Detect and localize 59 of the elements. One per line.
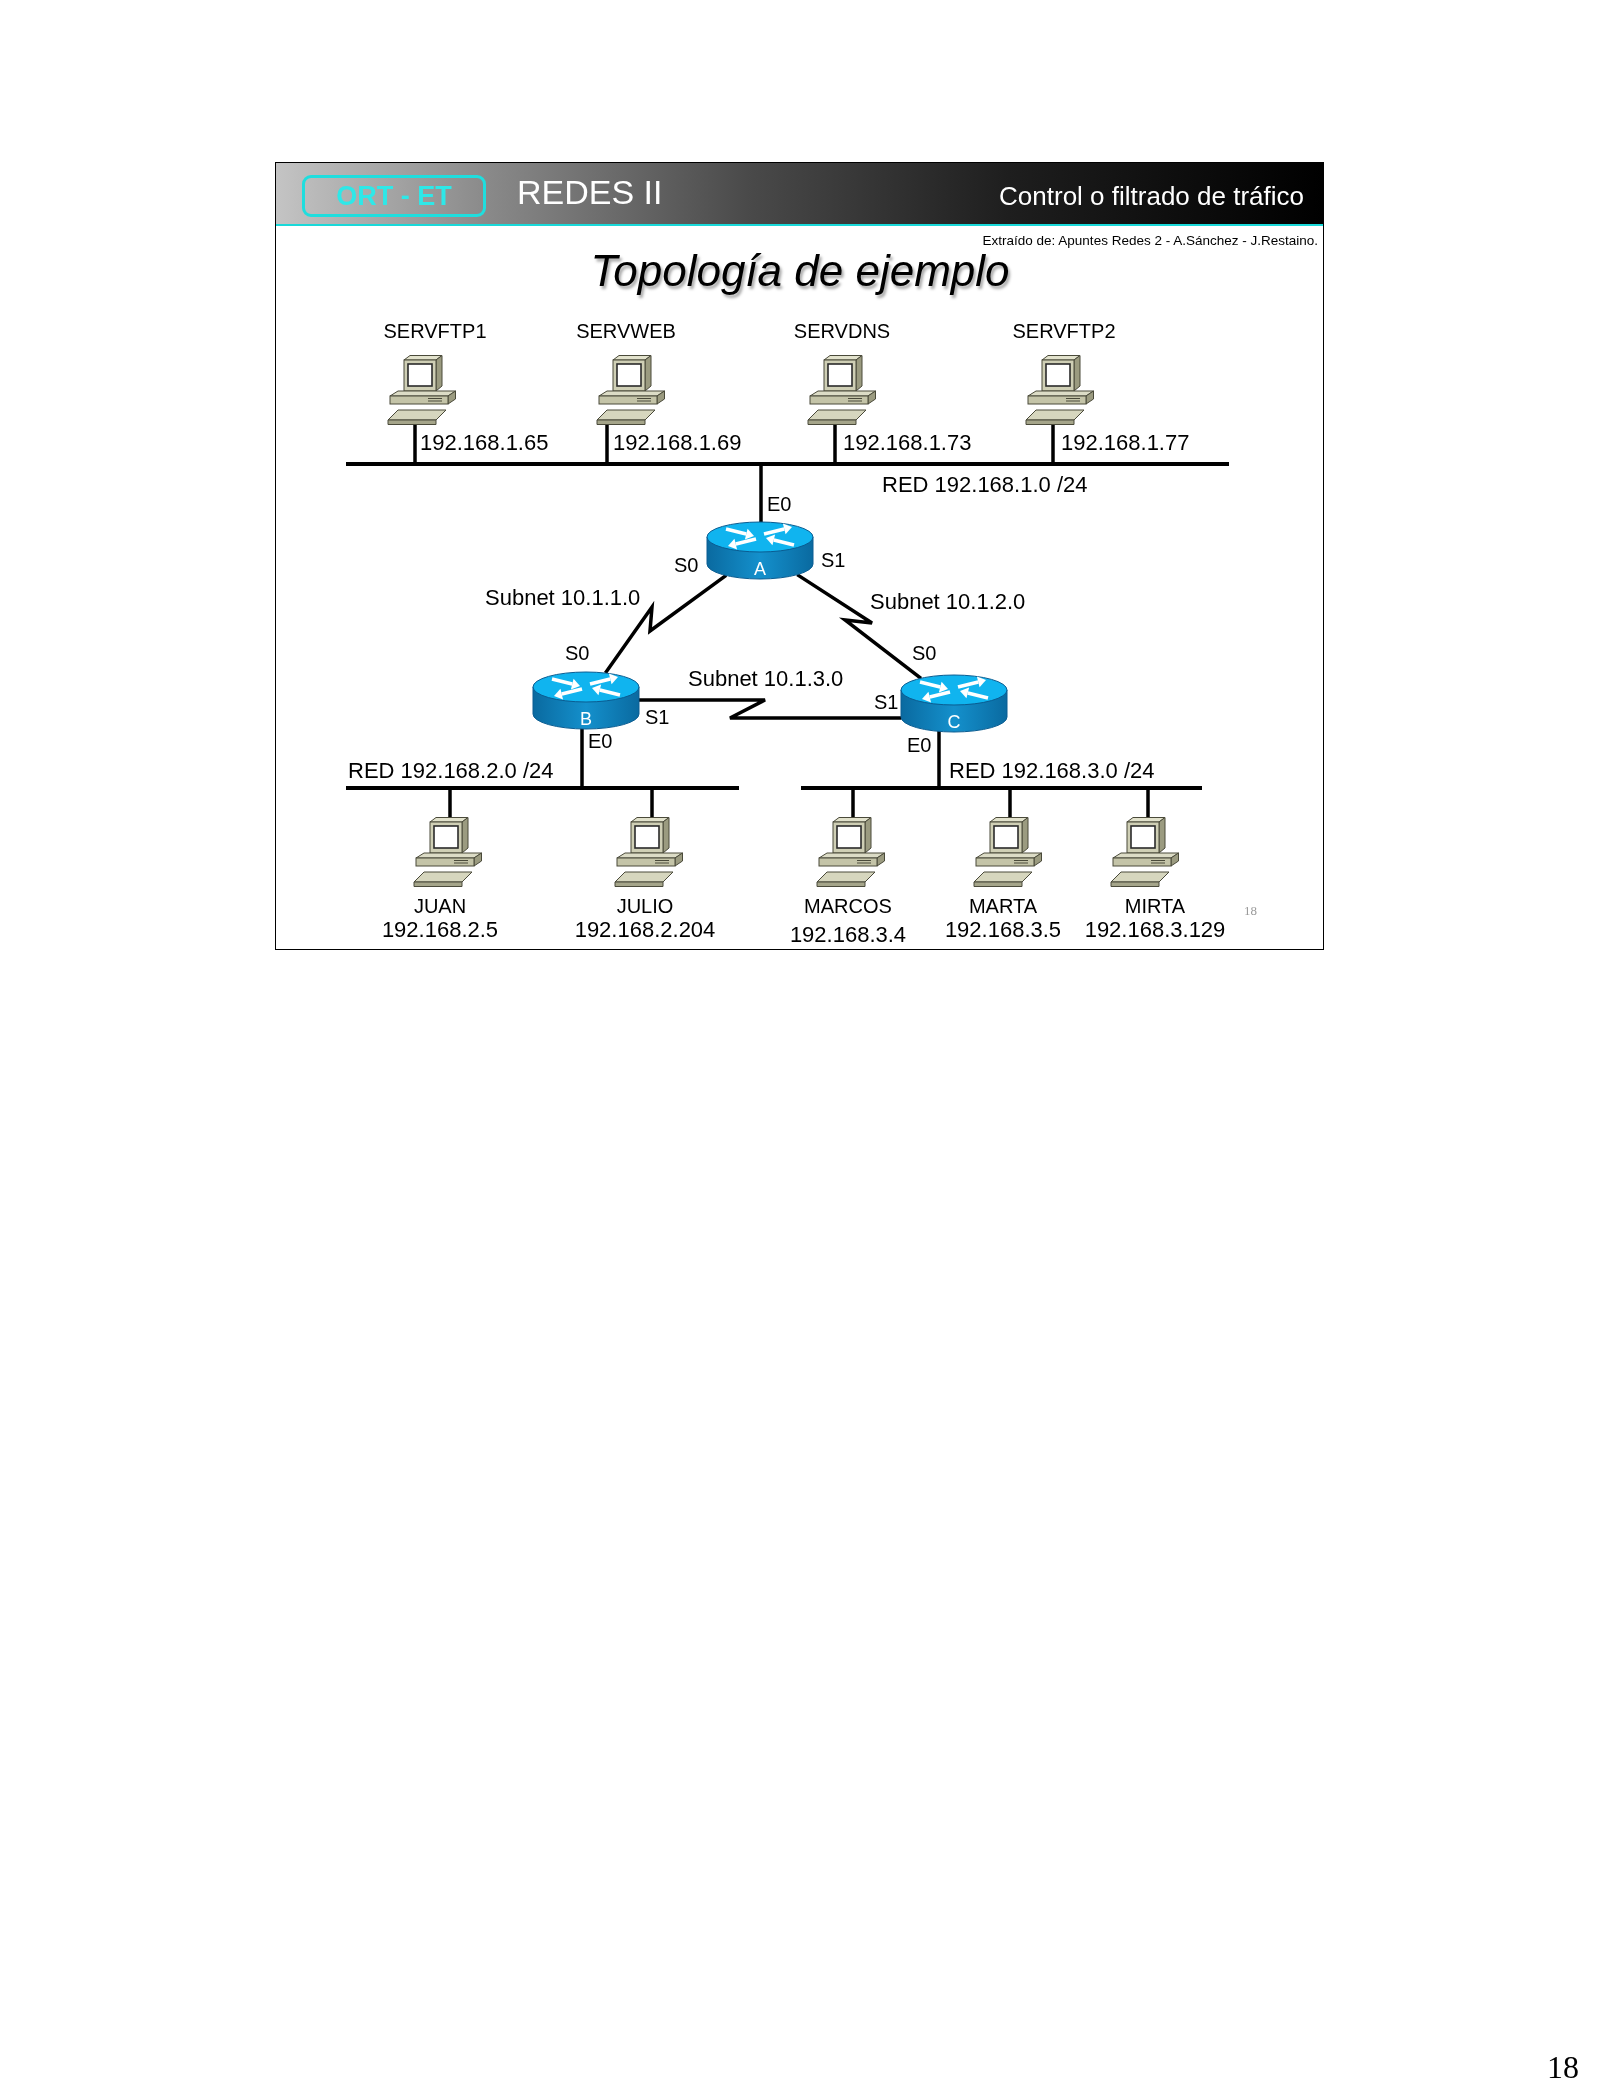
network-link	[851, 790, 855, 817]
network-label: RED 192.168.3.0 /24	[949, 760, 1155, 782]
page-number: 18	[1547, 2051, 1579, 2083]
slide-title: Topología de ejemplo	[590, 249, 1010, 293]
router-label: B	[580, 710, 592, 728]
network-link	[759, 466, 763, 523]
serial-link	[639, 698, 902, 720]
ip-address: 192.168.2.5	[381, 919, 499, 941]
interface-label: E0	[907, 735, 932, 755]
ip-address: 192.168.1.73	[843, 432, 972, 454]
network-link	[1146, 790, 1150, 817]
course-title: REDES II	[517, 175, 663, 209]
interface-label: S1	[645, 707, 670, 727]
serial-link	[603, 573, 728, 674]
network-link	[1008, 790, 1012, 817]
ip-address: 192.168.1.69	[613, 432, 742, 454]
network-link	[448, 790, 452, 817]
ip-address: 192.168.2.204	[574, 919, 716, 941]
host-name: MARTA	[968, 896, 1038, 916]
ip-address: 192.168.3.129	[1084, 919, 1226, 941]
host-name: SERVFTP2	[1012, 321, 1116, 341]
host-name: SERVFTP1	[383, 321, 487, 341]
network-link	[1051, 425, 1055, 462]
host-name: MIRTA	[1124, 896, 1186, 916]
network-label: RED 192.168.2.0 /24	[348, 760, 554, 782]
ip-address: 192.168.3.5	[944, 919, 1062, 941]
slide-topic: Control o filtrado de tráfico	[999, 183, 1304, 209]
network-bus	[346, 462, 1229, 466]
header-bar	[276, 163, 1323, 226]
source-note: Extraído de: Apuntes Redes 2 - A.Sánchez - J.Restaino.	[982, 234, 1318, 248]
interface-label: S0	[565, 643, 590, 663]
course-tag: ORT - ET	[302, 175, 486, 217]
interface-label: E0	[588, 731, 613, 751]
ip-address: 192.168.1.77	[1061, 432, 1190, 454]
interface-label: S1	[874, 692, 899, 712]
network-link	[605, 425, 609, 462]
interface-label: S0	[674, 555, 699, 575]
network-link	[650, 790, 654, 817]
network-link	[937, 731, 941, 786]
host-name: JUAN	[413, 896, 467, 916]
router-label: A	[754, 560, 766, 578]
network-bus	[801, 786, 1202, 790]
interface-label: E0	[767, 494, 792, 514]
network-link	[580, 728, 584, 786]
interface-label: S0	[912, 643, 937, 663]
network-bus	[346, 786, 739, 790]
host-name: SERVDNS	[793, 321, 891, 341]
host-name: MARCOS	[804, 896, 892, 916]
ip-address: 192.168.3.4	[789, 924, 907, 946]
slide-number: 18	[1244, 904, 1257, 917]
ip-address: 192.168.1.65	[420, 432, 549, 454]
router-label: C	[947, 713, 961, 731]
interface-label: S1	[821, 550, 846, 570]
network-link	[413, 425, 417, 462]
serial-link	[796, 573, 923, 680]
network-label: RED 192.168.1.0 /24	[882, 474, 1088, 496]
network-link	[833, 425, 837, 462]
host-name: SERVWEB	[576, 321, 676, 341]
host-name: JULIO	[616, 896, 674, 916]
